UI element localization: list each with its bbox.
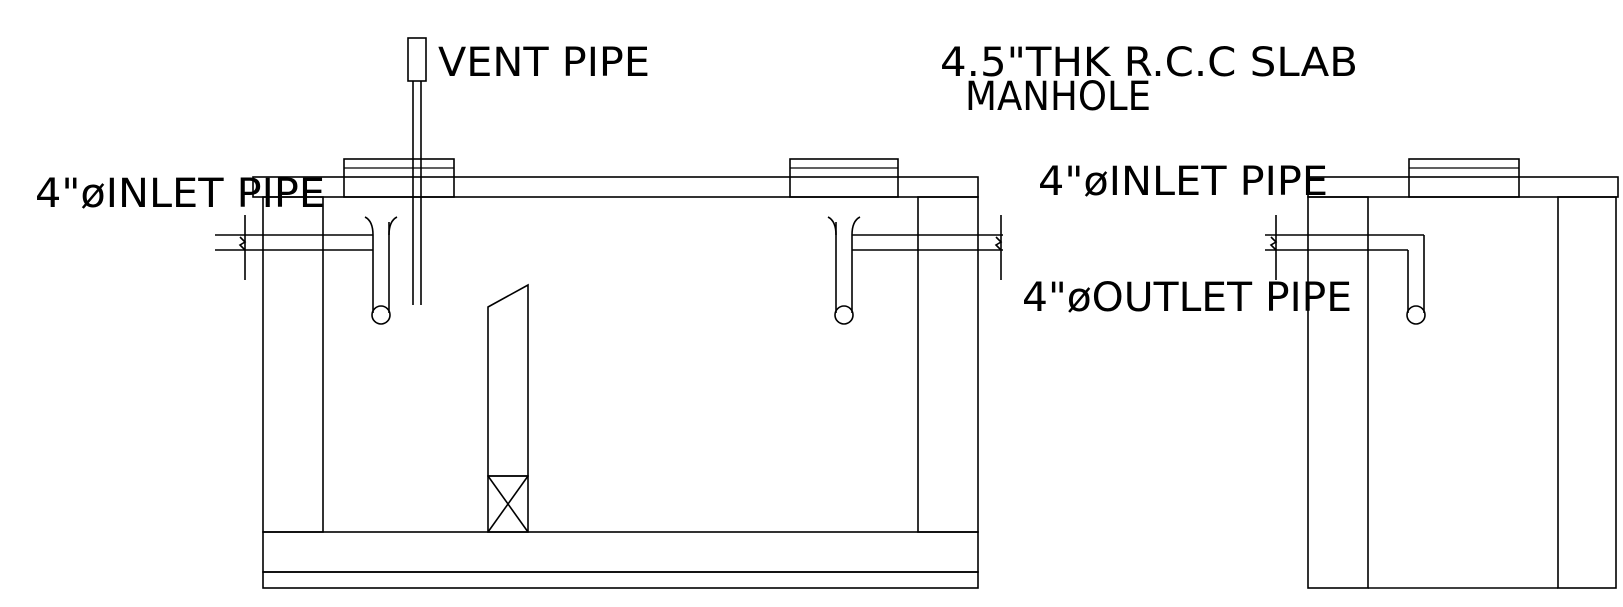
baffle-wall [487,283,529,533]
side-slab [1307,176,1619,198]
manhole-right [789,158,899,198]
outlet-pipe-right [827,215,1003,325]
outlet-pipe-label: 4"øOUTLET PIPE [1022,275,1352,321]
right-wall [917,196,979,533]
manhole-label: MANHOLE [965,74,1151,120]
main-section [215,37,1003,589]
rcc-slab [252,176,979,198]
side-manhole [1408,158,1520,198]
inlet-pipe-right-label: 4"øINLET PIPE [1038,159,1328,205]
vent-pipe-label: VENT PIPE [438,40,650,86]
base-plinth [262,571,979,589]
left-wall [262,196,324,533]
manhole-left [343,158,455,198]
side-section [1265,158,1619,589]
side-inlet-pipe [1265,215,1426,325]
base-concrete [262,531,979,573]
inlet-pipe-left-label: 4"øINLET PIPE [35,171,325,217]
side-left-wall [1307,196,1369,589]
inlet-pipe-left [215,215,398,325]
vent-pipe [407,37,427,305]
slab-label: 4.5"THK R.C.C SLAB [940,40,1358,86]
side-right-wall [1557,196,1617,589]
